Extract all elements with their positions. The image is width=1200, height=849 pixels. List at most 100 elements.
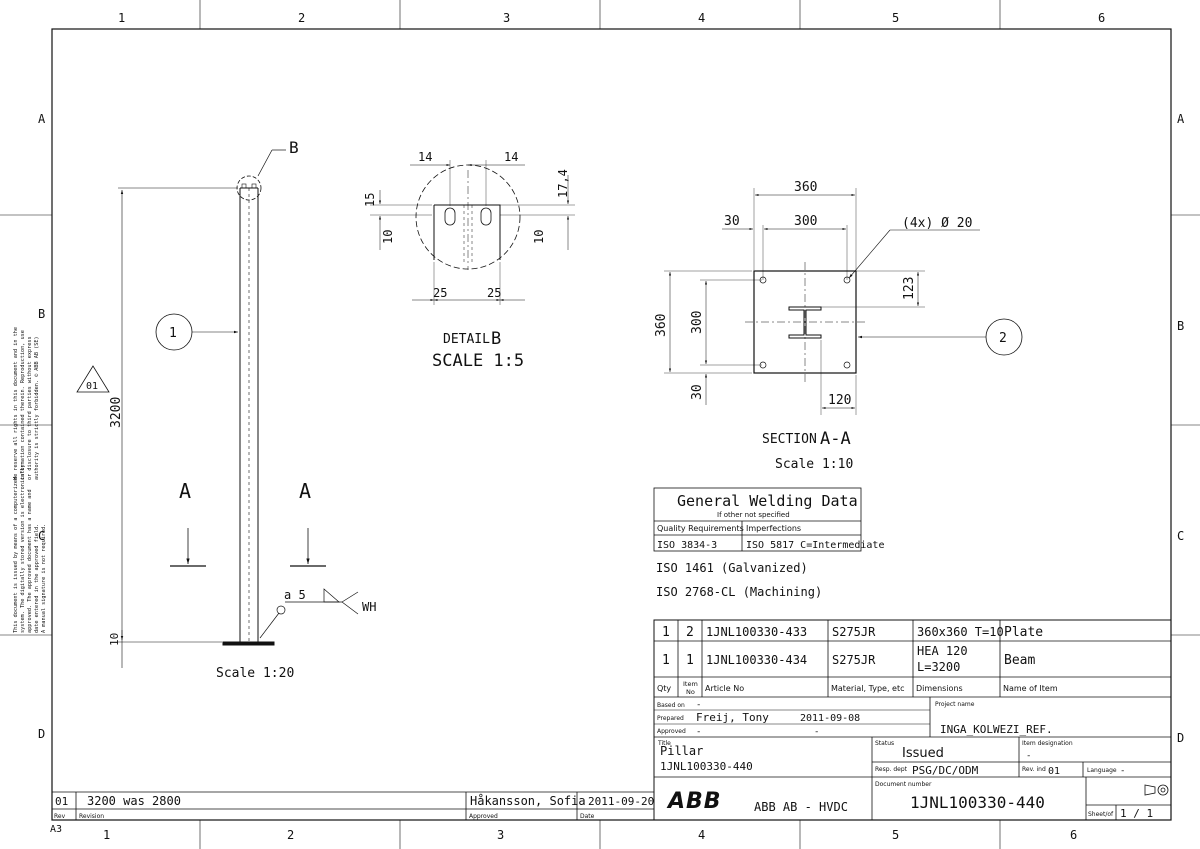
zone-row-left: A: [38, 112, 46, 126]
revision-number: 01: [55, 795, 68, 808]
section-aa-view: [664, 188, 1023, 415]
bom-rows: 1 2 1JNL100330-433 S275JR 360x360 T=10 P…: [657, 625, 1058, 696]
item-designation-label: Item designation: [1022, 740, 1073, 747]
revision-approved: Håkansson, Sofia: [470, 794, 586, 808]
doc-number-label: Document number: [875, 781, 932, 788]
bom-item-no: 2: [686, 625, 694, 640]
approved-date: -: [814, 727, 819, 737]
language-label: Language: [1087, 767, 1117, 774]
zone-col-top: 1: [118, 11, 125, 25]
bom-item-no: 1: [686, 653, 694, 668]
drawing-title: Pillar: [660, 744, 703, 758]
bom-header-article: Article No: [705, 684, 744, 693]
zone-row-left: C: [38, 529, 45, 543]
zone-row-left: B: [38, 307, 45, 321]
bom-material: S275JR: [832, 625, 876, 639]
sheet-label: Sheet/of: [1088, 811, 1114, 818]
welding-labels: General Welding Data If other not specif…: [656, 492, 884, 599]
svg-text:approved. The approved documen: approved. The approved document has a na…: [27, 489, 33, 633]
zone-col-bottom: 2: [287, 828, 294, 842]
language-value: -: [1120, 766, 1125, 776]
welding-title: General Welding Data: [677, 492, 858, 510]
zone-col-bottom: 6: [1070, 828, 1077, 842]
svg-text:system. The digitally stored v: system. The digitally stored version is …: [20, 464, 26, 633]
approved-label: Approved: [657, 728, 686, 735]
title-label: Title: [657, 740, 671, 747]
prepared-date: 2011-09-08: [800, 713, 860, 724]
drawing-title-number: 1JNL100330-440: [660, 760, 753, 773]
zone-col-bottom: 3: [497, 828, 504, 842]
welding-subtitle: If other not specified: [717, 511, 790, 519]
zone-col-top: 3: [503, 11, 510, 25]
dim-base-10: 10: [108, 633, 121, 646]
revision-label: Revision: [79, 813, 104, 820]
based-on-label: Based on: [657, 702, 685, 709]
bom-header-dimensions: Dimensions: [916, 684, 963, 693]
revision-text: 3200 was 2800: [87, 794, 181, 808]
pillar-scale: Scale 1:20: [216, 666, 294, 681]
bom-qty: 1: [662, 653, 670, 668]
dim-30-bottom: 30: [690, 384, 705, 400]
section-aa-scale: Scale 1:10: [775, 457, 853, 472]
section-aa-labels: 360 300 30 (4x) Ø 20 360 300 30 123 120 …: [654, 180, 1007, 472]
welding-col2-header: Imperfections: [746, 524, 801, 533]
note-machining: ISO 2768-CL (Machining): [656, 585, 822, 599]
bom-header-item: No: [686, 688, 695, 696]
zone-row-right: D: [1177, 731, 1184, 745]
dim-14-left: 14: [418, 150, 432, 164]
zone-row-right: B: [1177, 319, 1184, 333]
svg-text:date entered in the approved f: date entered in the approved field.: [34, 524, 40, 633]
svg-text:or disclosure to third parties: or disclosure to third parties without e…: [27, 336, 33, 480]
title-block-frame: [653, 619, 1172, 821]
svg-text:authority is strictly forbidde: authority is strictly forbidden. © ABB A…: [34, 336, 40, 480]
dim-360-height: 360: [654, 314, 669, 337]
bom-article: 1JNL100330-433: [706, 625, 807, 639]
zone-labels: 1 2 3 4 5 6 1 2 3 4 5 6 A B C D A B C D …: [38, 11, 1185, 842]
welding-table: [653, 487, 862, 552]
project-label: Project name: [935, 701, 975, 708]
status-value: Issued: [902, 746, 944, 761]
section-aa-letter: A-A: [820, 429, 851, 449]
title-block-fields: Based on - Prepared Freij, Tony 2011-09-…: [657, 700, 1153, 820]
bom-header-qty: Qty: [657, 684, 671, 693]
detail-b-labels: 14 14 17,4 10 15 10 25 25 DETAIL B SCALE…: [363, 150, 570, 371]
hole-callout: (4x) Ø 20: [902, 216, 972, 231]
weld-size: a 5: [284, 588, 306, 602]
bom-dimensions: 360x360 T=10: [917, 625, 1004, 639]
dim-14-right: 14: [504, 150, 518, 164]
bom-header-name: Name of Item: [1003, 684, 1058, 693]
zone-col-bottom: 1: [103, 828, 110, 842]
project-name: INGA_KOLWEZI_REF.: [940, 723, 1053, 736]
dim-300-width: 300: [794, 214, 817, 229]
bom-dimensions: HEA 120: [917, 644, 968, 658]
dim-123: 123: [902, 277, 917, 300]
rev-ind-value: 01: [1048, 766, 1060, 777]
detail-b-view: [370, 160, 575, 305]
revision-frame: [52, 791, 654, 820]
item-designation-value: -: [1026, 751, 1031, 761]
dim-30-edge: 30: [724, 214, 740, 229]
bom-name: Plate: [1004, 625, 1043, 640]
zone-row-left: D: [38, 727, 45, 741]
detail-ref-label: B: [289, 138, 299, 157]
bom-qty: 1: [662, 625, 670, 640]
dim-15: 15: [363, 193, 377, 207]
detail-b-letter: B: [491, 329, 501, 349]
pillar-view: [76, 149, 359, 668]
projection-symbol: [1144, 784, 1169, 796]
resp-dept-label: Resp. dept: [875, 766, 908, 773]
section-aa-title: SECTION: [762, 432, 817, 447]
svg-text:This document is issued by mea: This document is issued by means of a co…: [13, 477, 19, 633]
welding-col1-header: Quality Requirements: [657, 524, 744, 533]
pillar-labels: B 3200 10 1 01 A A a 5 WH Scale 1:20: [86, 138, 376, 681]
svg-text:A manual signature is not requ: A manual signature is not required.: [41, 524, 47, 633]
svg-text:We reserve all rights in this: We reserve all rights in this document a…: [13, 327, 19, 480]
dim-25-right: 25: [487, 286, 501, 300]
revision-approved-label: Approved: [469, 813, 498, 820]
bom-dimensions: L=3200: [917, 660, 960, 674]
section-label-a-left: A: [179, 479, 191, 503]
approved-value: -: [696, 727, 701, 737]
based-on-value: -: [696, 700, 701, 710]
